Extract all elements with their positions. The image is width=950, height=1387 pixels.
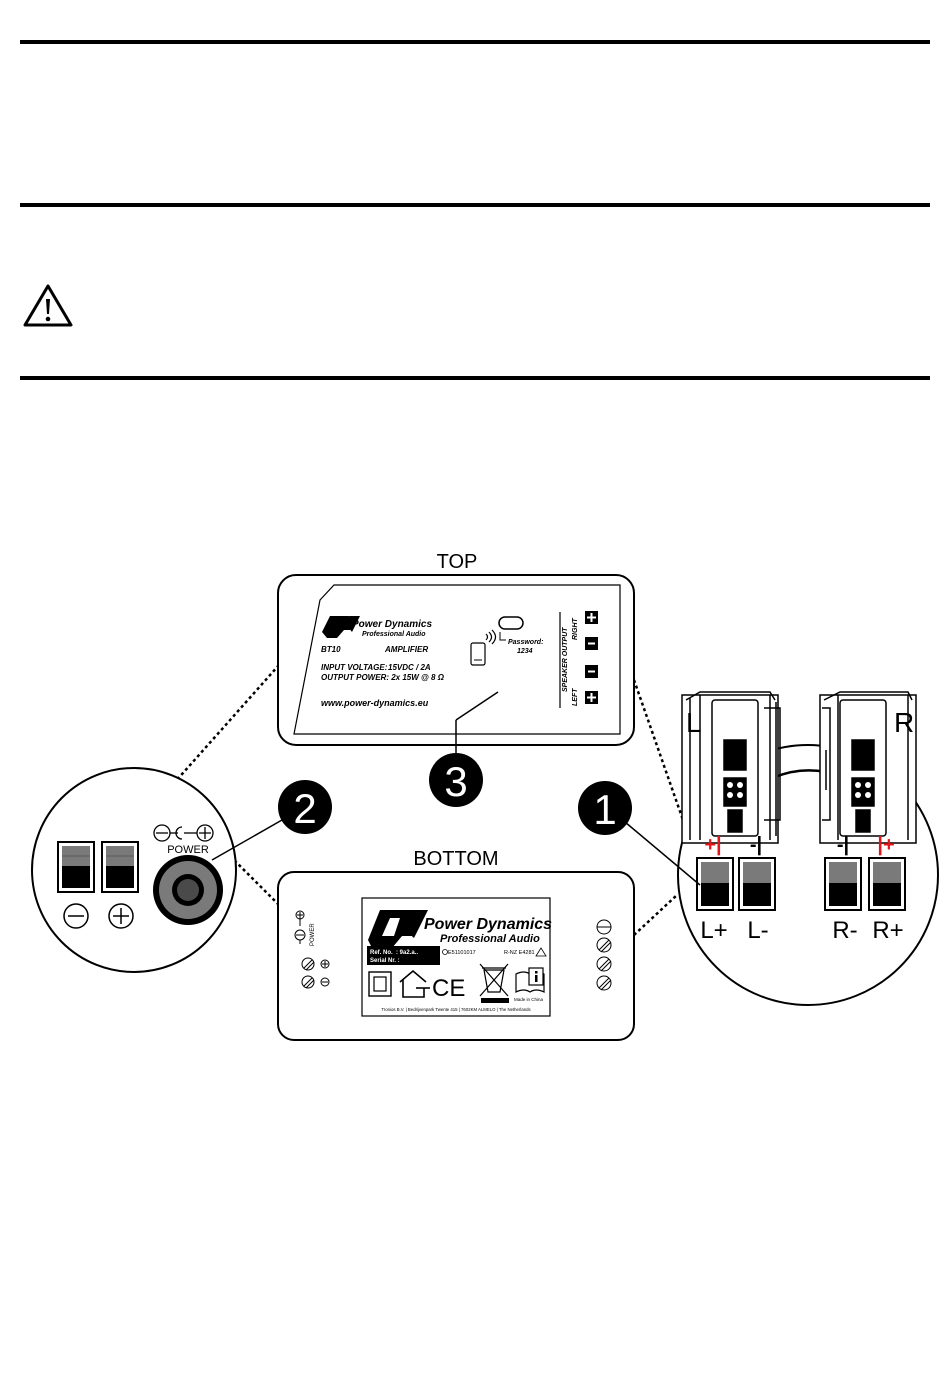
ref-value: : 9a2.a.. (396, 950, 418, 956)
pd-logo (322, 616, 360, 638)
bottom-rule (20, 376, 930, 380)
minus-icon (63, 903, 89, 929)
wiring-diagram: TOP Power Dynamics Professional Audio BT… (31, 551, 939, 1041)
polarity-mark-rminus: -| (837, 834, 849, 856)
power-terminal-pos (101, 841, 139, 893)
cert-code: E51101017 (448, 950, 476, 956)
callout-2: 2 (293, 785, 316, 832)
warning-icon (23, 284, 73, 327)
house-icon (399, 969, 430, 998)
zoom-lines (174, 664, 692, 936)
middle-rule (20, 203, 930, 207)
terminal-lplus (696, 857, 734, 911)
callout-3-badge (429, 753, 483, 807)
bottom-brand-sub: Professional Audio (440, 933, 540, 945)
left-speaker-letter: L (686, 707, 702, 738)
dc-power-jack (153, 855, 223, 925)
power-label: POWER (167, 844, 209, 856)
terminal-rplus (868, 857, 906, 911)
left-speaker (681, 691, 781, 844)
polarity-symbol (153, 824, 214, 842)
plus-icon (108, 903, 134, 929)
right-label: RIGHT (572, 618, 579, 641)
term-label-lminus: L- (747, 917, 768, 944)
bottom-label: BOTTOM (413, 848, 498, 870)
left-label: LEFT (572, 688, 579, 706)
top-brand: Power Dynamics (352, 619, 432, 630)
pairing-button (498, 616, 524, 630)
password-value: 1234 (517, 648, 533, 655)
callout-1: 1 (593, 786, 616, 833)
bottom-panel: POWER Power Dynamics Professional Audio … (277, 871, 635, 1041)
top-type: AMPLIFIER (384, 645, 428, 654)
top-model: BT10 (321, 645, 341, 654)
ref-label: Ref. No. (370, 950, 393, 956)
manual-label: Made in China (514, 997, 544, 1002)
ce-mark: CE (432, 975, 465, 1002)
polarity-mark-lplus: +| (704, 834, 721, 856)
callout-2-badge (278, 780, 332, 834)
polarity-mark-lminus: -| (750, 834, 762, 856)
output-power: OUTPUT POWER: 2x 15W @ 8 Ω (321, 673, 445, 682)
top-terminal-marks (585, 611, 598, 704)
term-label-rminus: R- (832, 917, 857, 944)
speaker-output-label: SPEAKER OUTPUT (562, 627, 569, 692)
power-terminal-neg (57, 841, 95, 893)
bottom-power-vertical: POWER (310, 923, 316, 946)
top-brand-sub: Professional Audio (362, 631, 426, 638)
bottom-left-markings (294, 910, 330, 989)
bluetooth-signal-icon (485, 629, 497, 645)
manual-icon (515, 967, 545, 993)
top-panel: Power Dynamics Professional Audio BT10 A… (277, 574, 635, 746)
weee-bin-icon (479, 963, 509, 997)
right-speaker-letter: R (894, 707, 914, 738)
pd-logo-large (368, 910, 428, 948)
terminal-lminus (738, 857, 776, 911)
rnz-code: R-NZ E4281 (504, 950, 535, 956)
right-speaker (819, 691, 917, 844)
polarity-mark-rplus: |+ (877, 834, 894, 856)
callout-3: 3 (444, 758, 467, 805)
serial-label: Serial Nr. : (370, 958, 400, 964)
input-voltage-value: 15VDC / 2A (388, 663, 431, 672)
callout-1-badge (578, 781, 632, 835)
top-label: TOP (437, 551, 478, 573)
bottom-brand: Power Dynamics (424, 916, 552, 933)
password-label: Password: (508, 639, 543, 646)
website: www.power-dynamics.eu (321, 698, 429, 708)
terminal-rminus (824, 857, 862, 911)
input-voltage-label: INPUT VOLTAGE: (321, 663, 388, 672)
power-zoom-circle: POWER (31, 767, 237, 973)
top-rule (20, 40, 930, 44)
company-line: Tronios B.V. | Bedrijvenpark Twente 415 … (381, 1007, 530, 1012)
bottom-right-screws (596, 919, 612, 991)
phone-icon (470, 642, 486, 666)
term-label-lplus: L+ (700, 917, 727, 944)
speaker-zoom-circle: L R +| -| -| |+ (677, 691, 939, 1006)
double-insulation-icon (368, 971, 392, 997)
term-label-rplus: R+ (872, 917, 903, 944)
